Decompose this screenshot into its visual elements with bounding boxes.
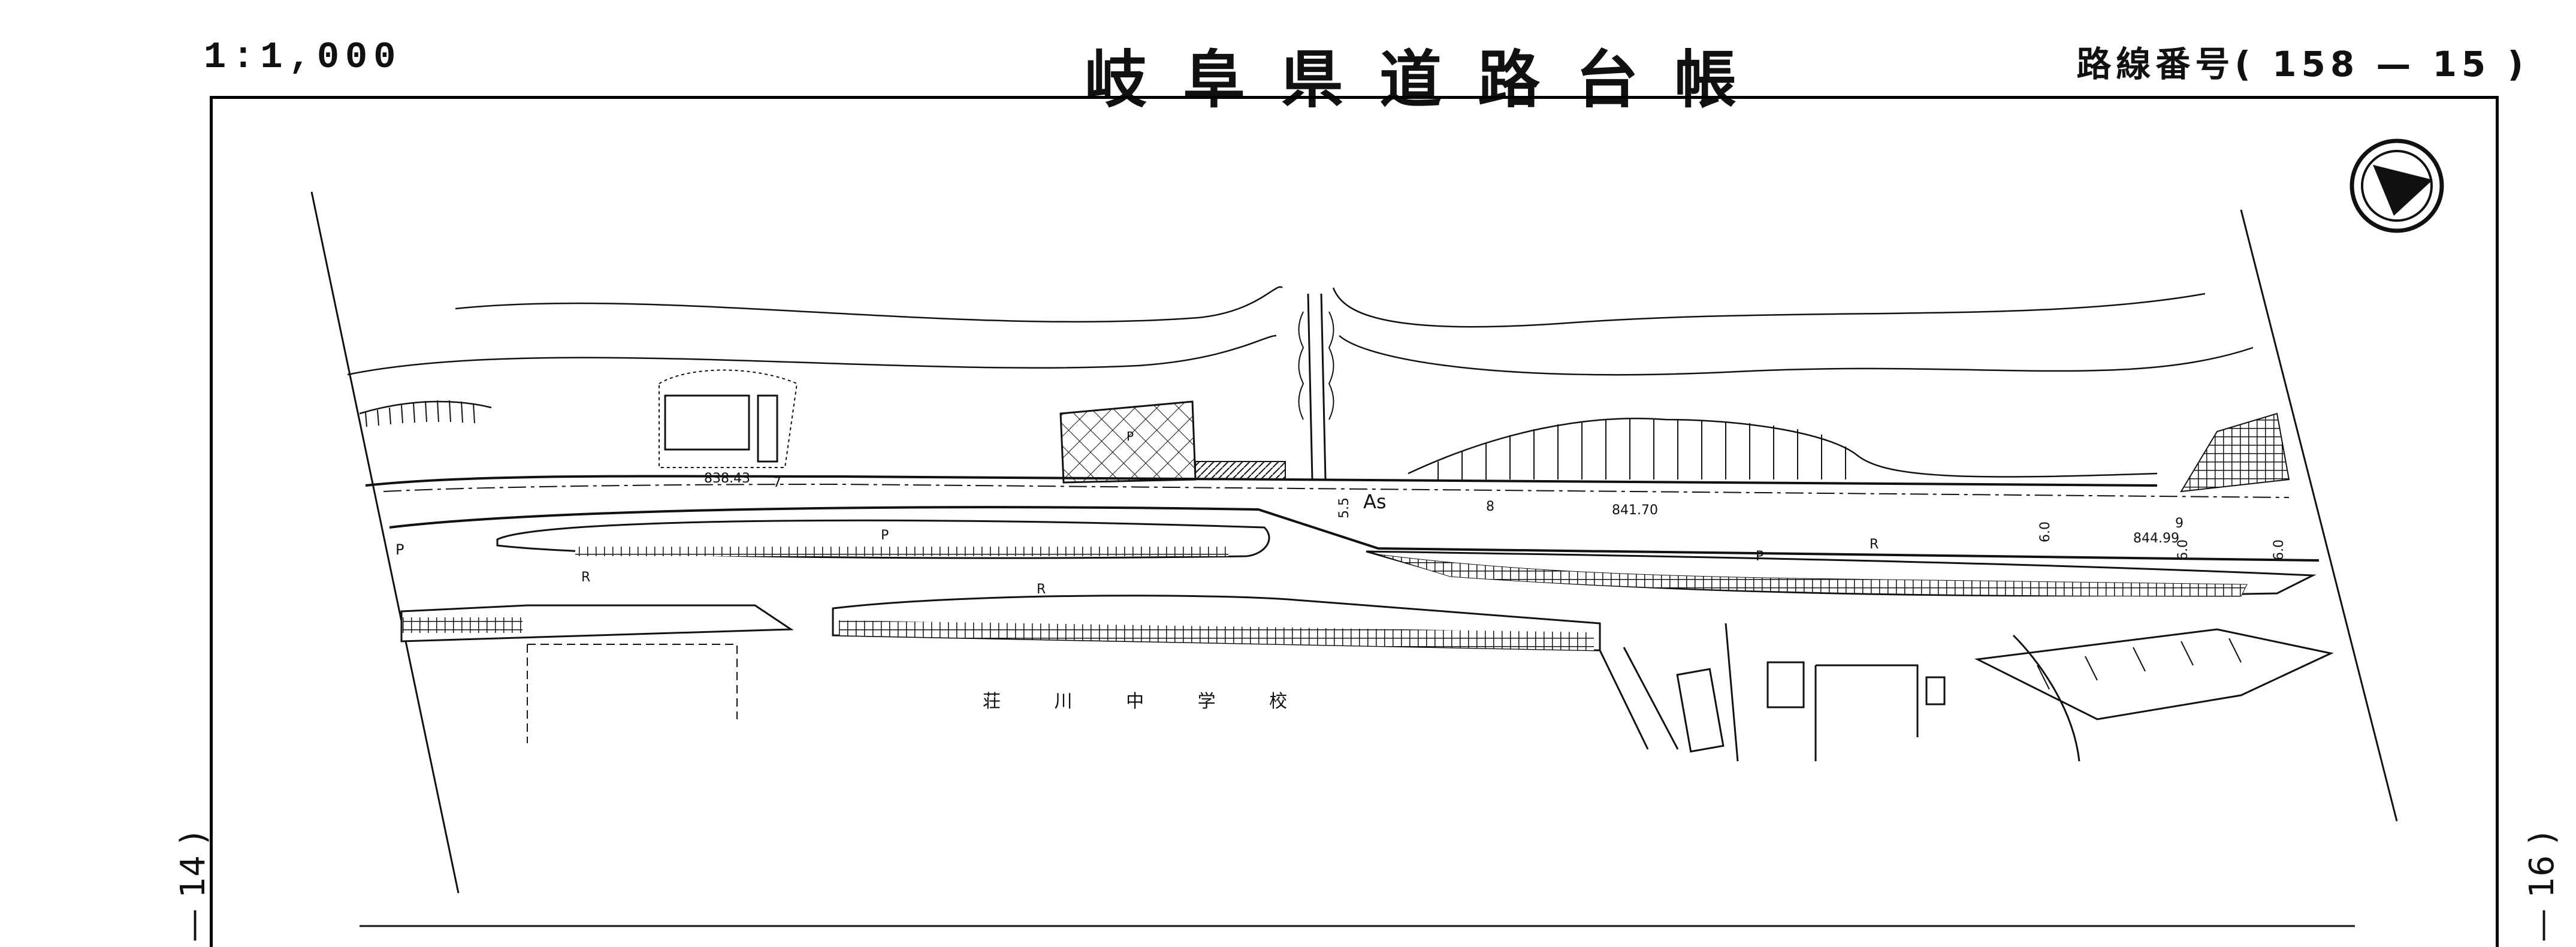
building-2 — [757, 394, 778, 463]
north-arrow-icon — [2349, 138, 2444, 233]
stream-crossing — [1298, 293, 1334, 480]
elevation-label-1-suffix: 7 — [773, 475, 781, 490]
road-label-r1: R — [581, 570, 590, 585]
building-compound — [659, 369, 798, 468]
slope-right-corner — [2180, 412, 2290, 493]
surface-label: As — [1363, 490, 1387, 513]
elevation-label-1: 838.43 — [704, 471, 750, 486]
width-label-d: 6.0 — [2176, 539, 2191, 560]
map-frame — [210, 96, 2499, 947]
road-label-r2: R — [1037, 582, 1046, 597]
building-3 — [1676, 668, 1725, 753]
sidewalk-south-mid-fence — [839, 620, 1594, 650]
route-number: 路線番号( 158 — 15 ) — [2076, 44, 2528, 85]
parking-label-mid: P — [1756, 549, 1763, 564]
slope-hill-right — [1408, 417, 2158, 478]
road-north-edge — [365, 475, 2158, 487]
width-label-b: 8 — [1486, 499, 1494, 514]
school-name: 荘 川 中 学 校 — [983, 691, 1311, 712]
map-scale: 1:1,000 — [204, 36, 402, 79]
median-left-fence — [575, 547, 1228, 556]
parking-label-left: P — [881, 528, 889, 543]
elevation-label-3: 844.99 — [2133, 531, 2179, 546]
parking-label-far-left: P — [395, 541, 404, 558]
river-bank-lower — [347, 334, 2254, 376]
elevation-label-2: 841.70 — [1612, 503, 1658, 518]
slope-left — [359, 400, 492, 415]
road-centerline — [383, 483, 2290, 498]
access-road-south — [1725, 623, 2080, 762]
width-label-f: 6.0 — [2272, 539, 2287, 560]
median-right-fence — [1378, 554, 2248, 597]
building-5 — [1814, 664, 1919, 761]
sidewalk-south-left-fence — [403, 617, 523, 633]
building-6 — [1925, 676, 1946, 705]
width-label-a: 5.5 — [1337, 497, 1352, 518]
road-south-edge — [389, 506, 2320, 562]
hatched-strip — [1195, 461, 1286, 480]
road-label-r3: R — [1870, 537, 1879, 552]
school-boundary — [527, 644, 738, 743]
sheet-edge-left — [310, 191, 460, 894]
building-4 — [1766, 661, 1805, 708]
sheet-edge-right — [2240, 209, 2398, 822]
width-label-e: 9 — [2175, 516, 2184, 531]
parking-label-right: P — [1127, 429, 1134, 444]
width-label-c: 6.0 — [2038, 521, 2053, 542]
building-1 — [664, 394, 750, 451]
river-bank-upper — [455, 286, 2206, 328]
curve-road-south — [1599, 647, 1679, 750]
parking-lot-right — [1974, 628, 2334, 720]
